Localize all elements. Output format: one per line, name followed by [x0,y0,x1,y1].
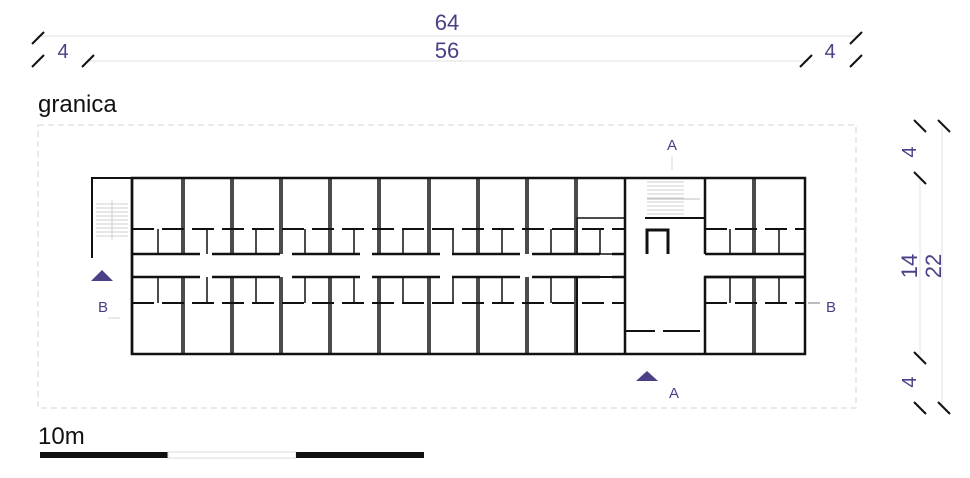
corridor-inner-lines [132,252,805,279]
tick-mark [937,119,951,133]
overall-width-label: 64 [435,10,459,35]
tick-mark [799,54,813,68]
tick-mark [913,351,927,365]
section-b-left-marker [91,270,113,281]
overall-depth-label: 22 [921,254,946,278]
tick-mark [913,171,927,185]
bathroom-cells-upper [157,229,780,254]
core-area [576,178,805,354]
stair-block-outline [91,177,132,258]
inner-width-label: 56 [435,38,459,63]
section-b-right-label: B [826,299,836,316]
scale-bar: 10m [38,423,424,459]
section-a-bottom-label: A [669,385,679,402]
right-dimension-chain: 4 14 22 4 [897,119,951,415]
right-margin-label: 4 [824,41,835,63]
tick-mark [81,54,95,68]
building-depth-label: 14 [897,254,922,278]
tick-mark [913,401,927,415]
scale-segment-light [167,451,297,459]
scale-segment-dark [40,452,168,458]
room-partitions-lower [181,277,756,354]
section-markers: A A B B [91,137,836,402]
room-partitions-upper [181,178,756,254]
plot-boundary [37,124,857,409]
bathroom-cells-lower [157,277,780,303]
tick-mark [31,31,45,45]
boundary-label: granica [38,91,117,118]
tick-mark [849,31,863,45]
stair-treads [96,200,128,240]
central-stair [647,181,700,215]
scale-segment-dark [296,452,424,458]
top-dimension-chain: 64 56 4 4 [31,10,863,68]
left-margin-label: 4 [57,41,68,63]
top-margin-label: 4 [899,146,921,157]
left-stair-block [91,177,132,258]
lower-right-block [703,275,805,354]
small-room [576,217,626,255]
scale-label: 10m [38,423,85,450]
section-b-left-label: B [98,299,108,316]
lift-shaft [645,228,670,254]
section-a-bottom-marker [636,371,658,381]
building-plan [91,176,807,356]
section-a-top-label: A [667,137,677,154]
tick-mark [913,119,927,133]
tick-mark [31,54,45,68]
tick-mark [849,54,863,68]
tick-mark [937,401,951,415]
bottom-margin-label: 4 [899,376,921,387]
